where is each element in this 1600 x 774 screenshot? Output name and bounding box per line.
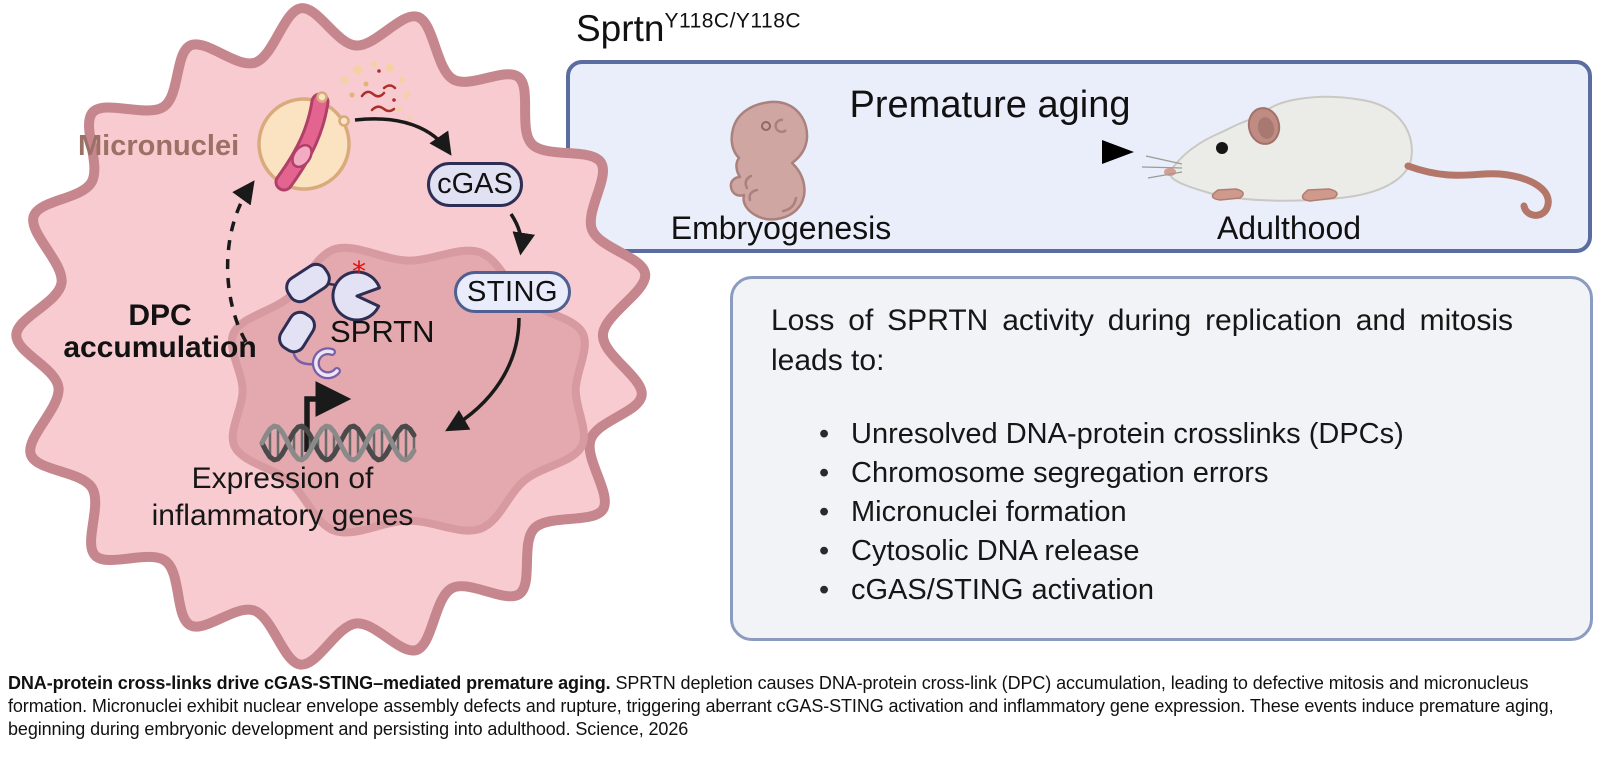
sting-node: STING	[454, 271, 571, 313]
bullet-icon: •	[819, 574, 830, 606]
sprtn-label: SPRTN	[330, 314, 435, 349]
caption-body: SPRTN depletion causes DNA-protein cross…	[8, 673, 1554, 739]
gene-expression-icon	[259, 381, 417, 463]
adulthood-label: Adulthood	[1216, 210, 1362, 246]
sprtn-loss-intro: Loss of SPRTN activity during replicatio…	[771, 304, 1513, 377]
sting-to-genes-arrow	[445, 317, 521, 432]
bullet-icon: •	[819, 496, 830, 528]
sprtn-loss-panel: Loss of SPRTN activity during replicatio…	[730, 276, 1593, 641]
list-item: •Unresolved DNA-protein crosslinks (DPCs…	[819, 415, 1404, 454]
premature-aging-panel: Premature aging Embryogenesis Adulthood	[566, 60, 1592, 253]
cgas-to-sting-arrow	[509, 213, 536, 256]
consequences-list: •Unresolved DNA-protein crosslinks (DPCs…	[819, 415, 1404, 610]
embryo-icon	[729, 100, 809, 221]
bullet-icon: •	[819, 418, 830, 450]
mouse-icon	[1141, 95, 1552, 219]
list-item: •Micronuclei formation	[819, 493, 1404, 532]
timeline-arrow	[862, 140, 1134, 164]
micronuclei-to-cgas-arrow	[354, 117, 452, 156]
cgas-node: cGAS	[427, 162, 523, 207]
caption-bold-lead: DNA-protein cross-links drive cGAS-STING…	[8, 673, 611, 693]
aging-panel-art	[729, 95, 1552, 221]
figure-title: SprtnY118C/Y118C	[576, 8, 801, 50]
premature-aging-heading: Premature aging	[849, 84, 1131, 126]
dna-leak-burst-icon	[341, 61, 412, 120]
figure-caption: DNA-protein cross-links drive cGAS-STING…	[8, 672, 1592, 741]
bullet-icon: •	[819, 535, 830, 567]
dpc-to-micronuclei-dashed-arrow	[225, 180, 255, 343]
list-item: •Chromosome segregation errors	[819, 454, 1404, 493]
gene-name: Sprtn	[576, 8, 665, 49]
mutation-asterisk-icon: *	[352, 255, 366, 288]
sprtn-protein-icon: *	[278, 255, 381, 380]
inflammatory-genes-label: Expression of inflammatory genes	[151, 462, 414, 532]
micronucleus-icon	[257, 91, 351, 192]
nucleus	[227, 243, 589, 537]
allele-superscript: Y118C/Y118C	[664, 9, 802, 33]
embryogenesis-label: Embryogenesis	[670, 210, 892, 246]
list-item: •cGAS/STING activation	[819, 571, 1404, 610]
dpc-accumulation-label: DPC accumulation	[63, 299, 257, 364]
list-item: •Cytosolic DNA release	[819, 532, 1404, 571]
micronuclei-label: Micronuclei	[78, 130, 240, 162]
bullet-icon: •	[819, 457, 830, 489]
